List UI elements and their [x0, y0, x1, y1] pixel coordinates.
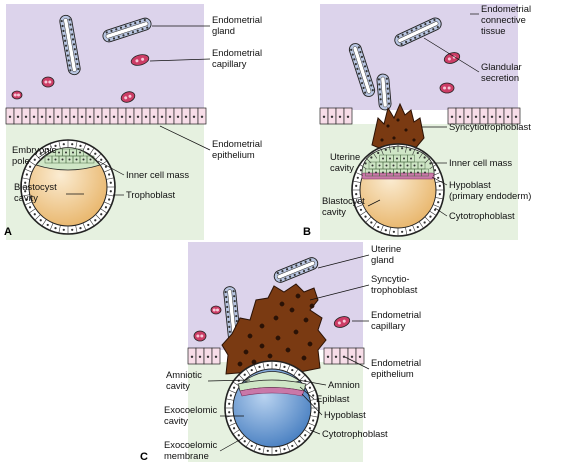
- uterine-epithelium: [5, 107, 207, 125]
- label-hypoblast: Hypoblast(primary endoderm): [449, 179, 531, 201]
- label-cytotrophoblast: Cytotrophoblast: [449, 210, 515, 221]
- capillary-shape: [333, 316, 351, 328]
- uterine-epithelium: [187, 347, 365, 365]
- blastocyst: [221, 283, 327, 456]
- capillary-shape: [193, 330, 207, 342]
- capillary-shape: [443, 52, 461, 64]
- syncytiotrophoblast-nuclei: [380, 118, 416, 142]
- endometrial-gland: [348, 17, 442, 111]
- inner-cell-mass-cells: [44, 148, 95, 164]
- panel-letter-c: C: [140, 451, 148, 463]
- endometrial-capillary: [193, 305, 351, 342]
- hypoblast: [239, 387, 305, 397]
- panel-letter-b: B: [303, 226, 311, 238]
- capillary-shape: [11, 90, 23, 100]
- gland-shape: [273, 257, 319, 283]
- endometrial-capillary: [439, 52, 461, 94]
- capillary-shape: [210, 305, 222, 315]
- trophoblast-cells: [21, 140, 115, 234]
- syncytiotrophoblast: [371, 102, 425, 151]
- capillary-shape: [120, 91, 136, 103]
- gland-shape: [59, 14, 81, 76]
- panel-letter-a: A: [4, 226, 12, 238]
- blastocyst: [351, 102, 445, 237]
- capillary-shape: [41, 76, 55, 88]
- label-syncytiotrophoblast: Syncytiotrophoblast: [449, 121, 531, 132]
- label-epiblast: Epiblast: [316, 393, 350, 404]
- label-cytotrophoblast: Cytotrophoblast: [322, 428, 388, 439]
- inner-cell-mass-cells: [365, 154, 429, 177]
- endometrial-capillary: [11, 54, 150, 103]
- capillary-shape: [130, 54, 150, 66]
- trophoblast-cells: [352, 144, 444, 236]
- endometrial-gland: [59, 14, 152, 76]
- label-trophoblast: Trophoblast: [126, 189, 176, 200]
- blastocyst: [20, 139, 116, 235]
- label-hypoblast: Hypoblast: [324, 409, 366, 420]
- label-amnion: Amnion: [328, 379, 360, 390]
- inner-cell-mass: [35, 147, 101, 171]
- uterine-epithelium: [319, 107, 521, 125]
- label-inner-cell-mass: Inner cell mass: [126, 169, 189, 180]
- gland-shape: [376, 73, 392, 111]
- gland-shape: [394, 17, 442, 47]
- gland-shape: [348, 43, 376, 97]
- label-inner-cell-mass: Inner cell mass: [449, 157, 512, 168]
- label-syncytiotrophoblast: Syncytio-trophoblast: [371, 273, 418, 295]
- capillary-shape: [439, 82, 455, 94]
- syncytiotrophoblast-lacunae: [237, 293, 315, 367]
- gland-shape: [102, 17, 152, 43]
- connective-tissue: [6, 4, 204, 110]
